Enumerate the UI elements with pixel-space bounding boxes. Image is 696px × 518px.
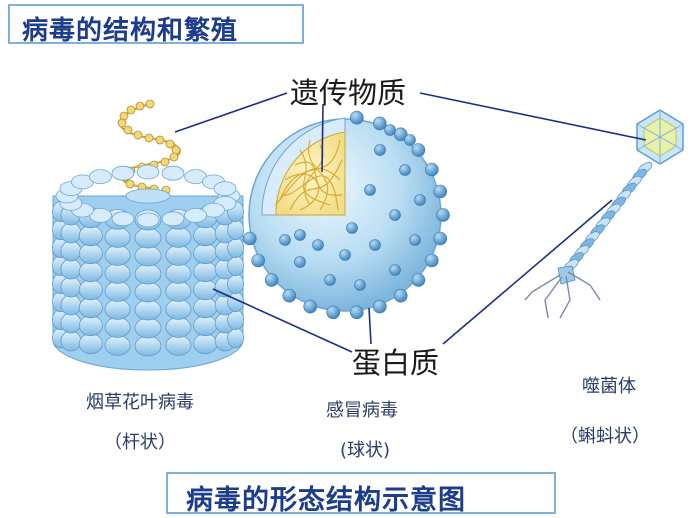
label-protein: 蛋白质: [352, 346, 440, 380]
virus-shape-flu: (球状): [340, 440, 391, 461]
title-box: 病毒的结构和繁殖: [8, 4, 304, 46]
virus-name-phage: 噬菌体: [582, 376, 636, 397]
virus-name-tmv: 烟草花叶病毒: [86, 392, 194, 413]
caption-box: 病毒的形态结构示意图: [166, 472, 556, 516]
tmv-capsid: [52, 164, 245, 371]
virus-shape-tmv: （杆状）: [104, 432, 176, 453]
virus-shape-phage: （蝌蚪状）: [560, 426, 650, 447]
phage: [524, 109, 684, 319]
page-title: 病毒的结构和繁殖: [22, 16, 239, 46]
figure-caption: 病毒的形态结构示意图: [186, 485, 466, 516]
virus-name-flu: 感冒病毒: [326, 400, 398, 421]
pointer-lines: [174, 92, 647, 353]
label-genetic-material: 遗传物质: [290, 76, 407, 110]
flu-virus: [243, 110, 450, 320]
